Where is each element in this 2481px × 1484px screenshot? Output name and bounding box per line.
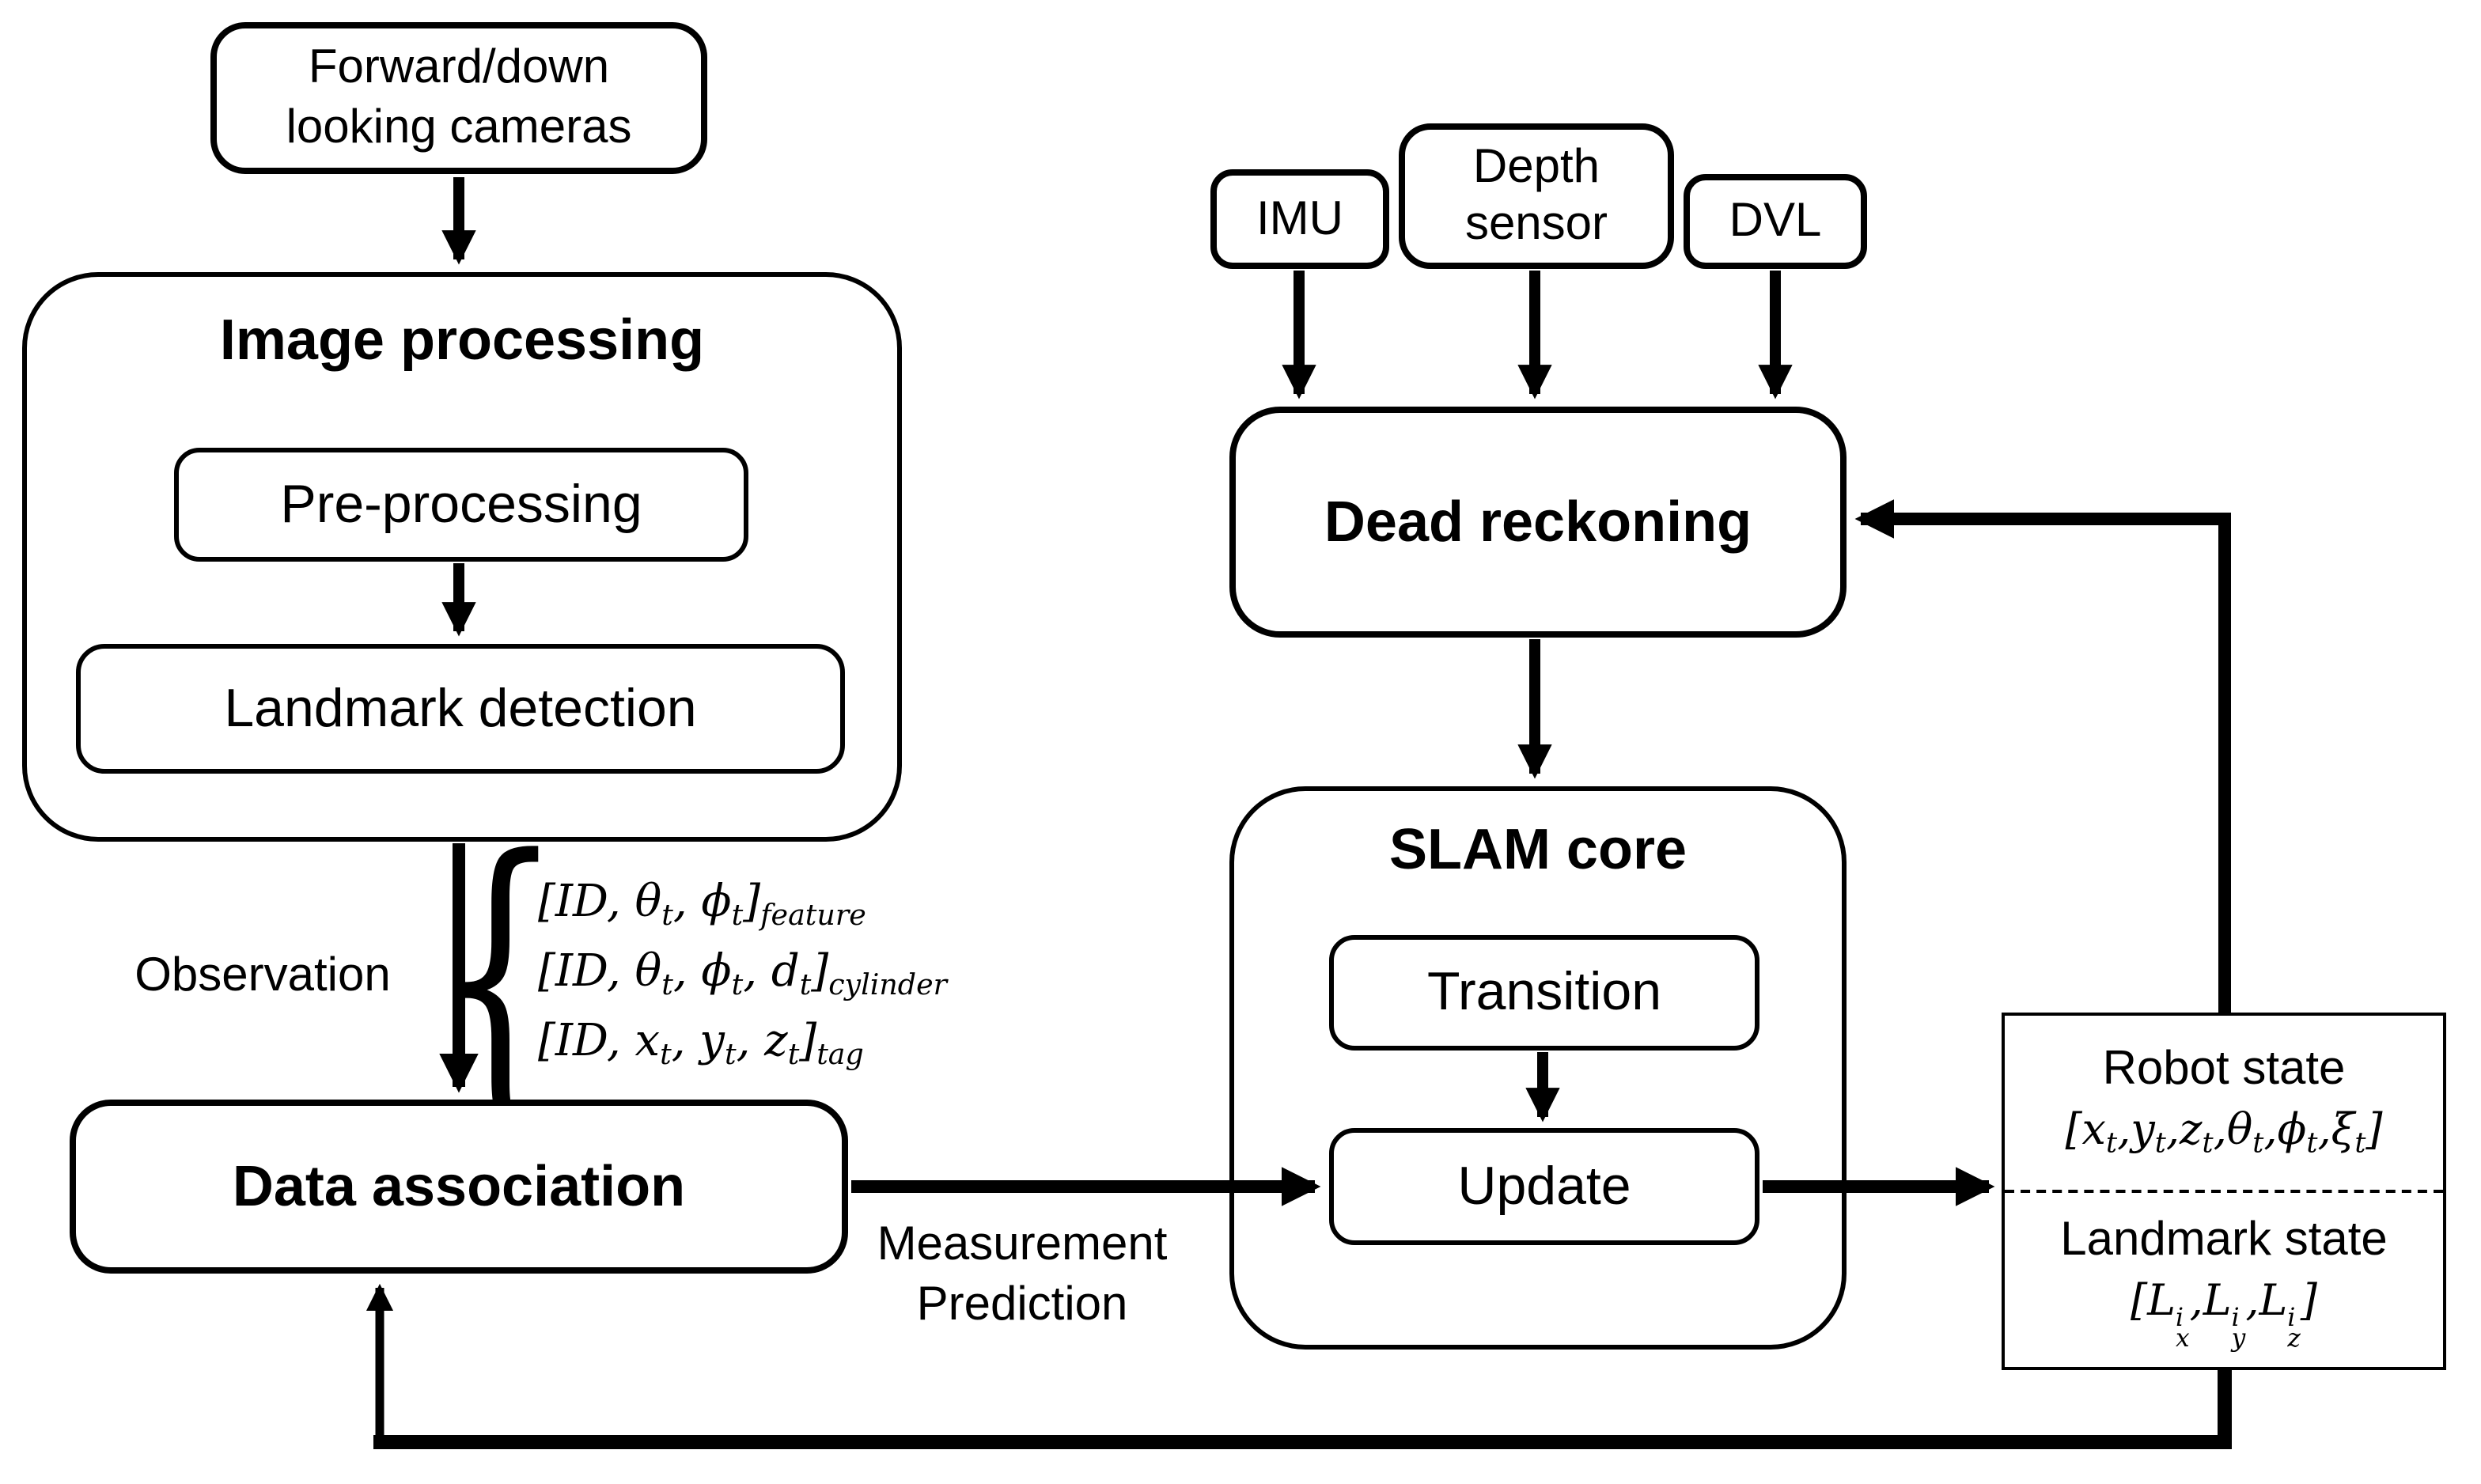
slam-core-title: SLAM core	[1388, 816, 1687, 881]
observation-formula-cylinder: [ID, θt, ϕt, dt]cylinder	[538, 945, 948, 1002]
measurement-prediction-label: Measurement Prediction	[877, 1218, 1168, 1331]
node-robot-landmark-state: Robot state [xt,yt,zt,θt,ϕt,ξt] Landmark…	[2002, 1013, 2446, 1370]
edge-state-to-dead-reckoning-feedback	[1854, 499, 2231, 1013]
node-pre-processing: Pre-processing	[174, 448, 748, 562]
robot-state-section: Robot state [xt,yt,zt,θt,ϕt,ξt]	[2005, 1016, 2443, 1193]
update-label: Update	[1457, 1156, 1631, 1216]
observation-formulas: [ID, θt, ϕt]feature [ID, θt, ϕt, dt]cyli…	[538, 867, 947, 1076]
node-update: Update	[1329, 1128, 1759, 1245]
data-association-label: Data association	[232, 1153, 686, 1218]
pre-processing-label: Pre-processing	[280, 474, 642, 534]
node-dead-reckoning: Dead reckoning	[1229, 407, 1847, 638]
robot-state-title: Robot state	[2102, 1043, 2346, 1095]
node-depth-sensor: Depth sensor	[1399, 123, 1674, 269]
node-transition: Transition	[1329, 935, 1759, 1051]
robot-state-vector: [xt,yt,zt,θt,ϕt,ξt]	[2065, 1106, 2383, 1160]
dvl-label: DVL	[1729, 195, 1822, 247]
transition-label: Transition	[1426, 962, 1662, 1022]
observation-formula-tag: [ID, xt, yt, zt]tag	[538, 1014, 864, 1072]
landmark-detection-label: Landmark detection	[224, 678, 697, 738]
node-imu: IMU	[1210, 169, 1389, 269]
landmark-state-title: Landmark state	[2060, 1213, 2388, 1266]
edge-state-to-data-association-feedback	[373, 1370, 2232, 1449]
observation-brace: {	[436, 793, 564, 1158]
node-dvl: DVL	[1684, 174, 1867, 269]
cameras-label: Forward/down looking cameras	[286, 41, 632, 153]
dead-reckoning-label: Dead reckoning	[1324, 489, 1752, 554]
observation-formula-feature: [ID, θt, ϕt]feature	[538, 875, 866, 933]
depth-sensor-label: Depth sensor	[1464, 141, 1608, 250]
observation-label: Observation	[134, 949, 391, 1001]
node-data-association: Data association	[70, 1100, 848, 1274]
node-forward-down-looking-cameras: Forward/down looking cameras	[210, 22, 707, 174]
imu-label: IMU	[1256, 192, 1343, 244]
image-processing-title: Image processing	[219, 307, 705, 372]
node-landmark-detection: Landmark detection	[76, 644, 845, 774]
